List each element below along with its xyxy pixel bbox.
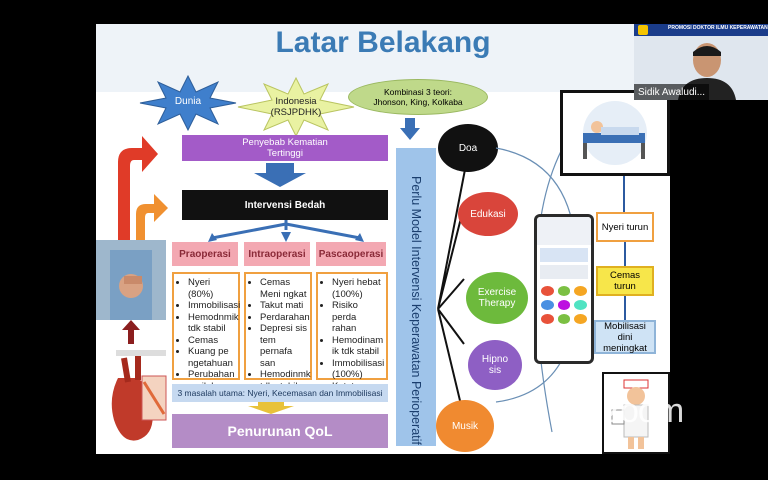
- fan-arrows: [437, 153, 469, 435]
- perlu-model-text: Perlu Model Intervensi Keperawatan Perio…: [409, 176, 423, 445]
- university-logo: [638, 25, 648, 35]
- participant-video-tile[interactable]: PROMOSI DOKTOR ILMU KEPERAWATAN Sidik Aw…: [634, 24, 768, 100]
- banner-strip: [634, 24, 768, 36]
- phase-praoperasi: Praoperasi: [172, 242, 238, 266]
- intervention-edukasi: Edukasi: [458, 192, 518, 236]
- indonesia-label: Indonesia (RSJPDHK): [270, 96, 322, 118]
- intervention-doa: Doa: [438, 124, 498, 172]
- small-up-arrow: [122, 320, 140, 344]
- outcome-cemas: Cemas turun: [596, 266, 654, 296]
- kombinasi-down-arrow: [400, 118, 420, 140]
- praoperasi-list: Nyeri (80%)ImmobilisasiHemodnmik tdk sta…: [172, 272, 240, 392]
- list-item: Immobilisasi: [188, 300, 240, 312]
- list-item: Perdarahan: [260, 312, 310, 324]
- zoom-watermark: zoom: [604, 392, 684, 430]
- list-item: Hemodnmik tdk stabil: [188, 312, 239, 335]
- outcome-connector-2: [624, 296, 626, 320]
- list-item: Takut mati: [260, 300, 307, 312]
- heart-anatomy-image: [98, 348, 170, 448]
- outcome-nyeri: Nyeri turun: [596, 212, 654, 242]
- list-item: Risiko perda rahan: [332, 300, 383, 335]
- list-item: Cemas: [188, 335, 235, 347]
- participant-name: Sidik Awaludi...: [634, 84, 710, 100]
- perlu-model-bar: Perlu Model Intervensi Keperawatan Perio…: [396, 148, 436, 446]
- intervention-hipnosis: Hipno sis: [468, 340, 522, 390]
- intervensi-bedah-box: Intervensi Bedah: [182, 190, 388, 220]
- chest-pain-photo: [96, 240, 166, 320]
- branch-arrows: [208, 220, 364, 242]
- nurse-image: [602, 372, 670, 454]
- intervention-musik: Musik: [436, 400, 494, 452]
- shared-slide: Latar Belakang Kombinasi 3 teori: Jhonso…: [96, 24, 670, 454]
- outcome-mobilisasi: Mobilisasi dini meningkat: [594, 320, 656, 354]
- phase-intraoperasi: Intraoperasi: [244, 242, 310, 266]
- list-item: Hemodinam ik tdk stabil: [332, 335, 383, 358]
- outcome-connector-1: [624, 242, 626, 268]
- list-item: Cemas Meni ngkat: [260, 277, 307, 300]
- slide-title: Latar Belakang: [275, 26, 491, 59]
- list-item: Nyeri (80%): [188, 277, 235, 300]
- kombinasi-teori-ellipse: Kombinasi 3 teori: Jhonson, King, Kolkab…: [348, 79, 488, 115]
- orange-up-arrow: [136, 194, 168, 248]
- intervention-exercise: Exercise Therapy: [466, 272, 528, 324]
- hospital-bed-image: [560, 90, 670, 176]
- phase-pascaoperasi: Pascaoperasi: [316, 242, 386, 266]
- bed-connector-line: [623, 176, 625, 212]
- red-up-arrow: [118, 136, 158, 260]
- yellow-down-arrow: [248, 402, 294, 414]
- list-item: Nyeri hebat (100%): [332, 277, 383, 300]
- dunia-star: [139, 74, 237, 132]
- penurunan-qol-box: Penurunan QoL: [172, 414, 388, 448]
- phone-app-image: [534, 214, 594, 364]
- penyebab-kematian-box: Penyebab Kematian Tertinggi: [182, 135, 388, 161]
- banner-text: PROMOSI DOKTOR ILMU KEPERAWATAN: [668, 25, 768, 31]
- down-arrow-1: [254, 163, 306, 187]
- list-item: Immobilisasi (100%): [332, 358, 384, 381]
- intraoperasi-list: Cemas Meni ngkatTakut matiPerdarahanDepr…: [244, 272, 312, 392]
- dunia-label: Dunia: [174, 96, 202, 107]
- list-item: Depresi sis tem pernafa san: [260, 323, 307, 369]
- pascaoperasi-list: Nyeri hebat (100%)Risiko perda rahanHemo…: [316, 272, 388, 392]
- masalah-utama-bar: 3 masalah utama: Nyeri, Kecemasan dan Im…: [172, 384, 388, 402]
- list-item: Kuang pe ngetahuan: [188, 346, 235, 369]
